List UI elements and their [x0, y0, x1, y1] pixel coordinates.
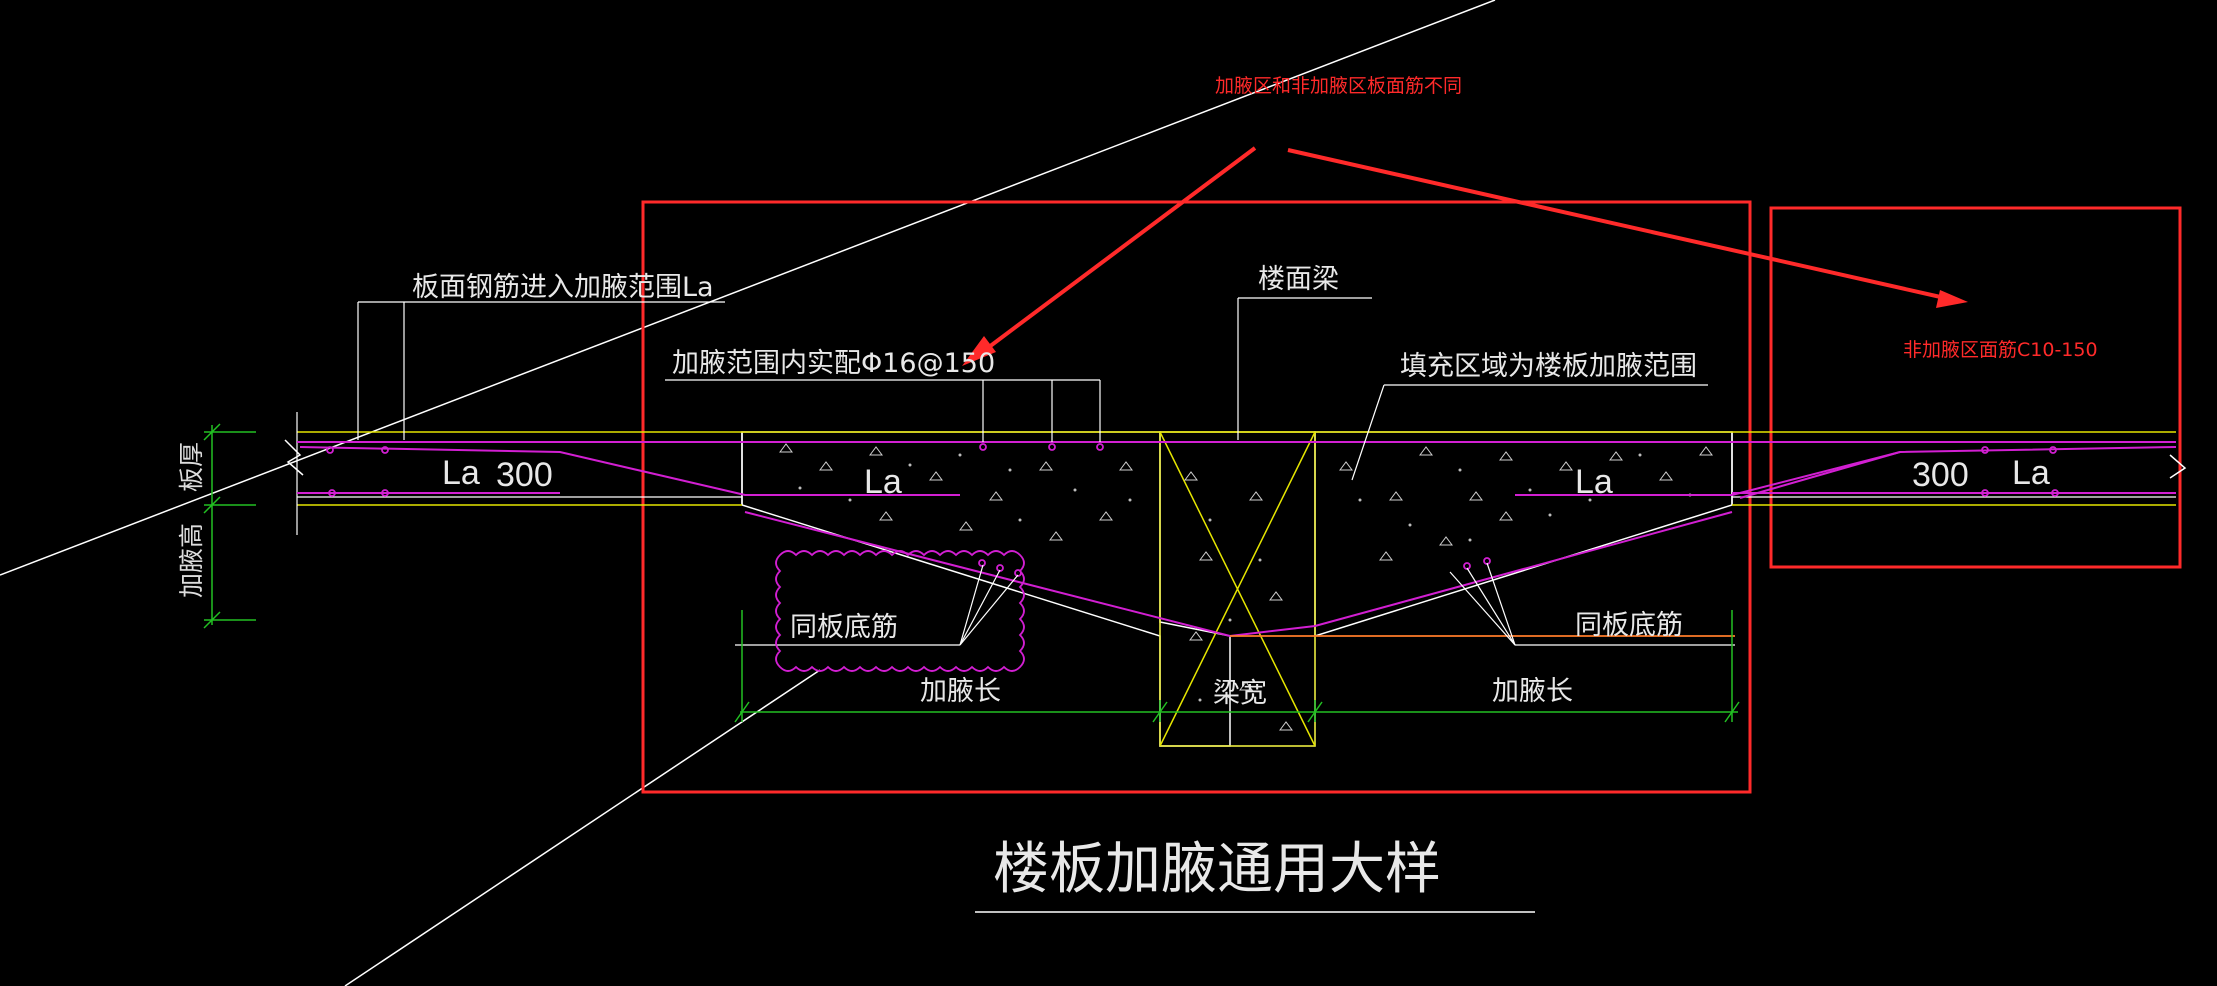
annotation-arrows: [962, 146, 1968, 366]
label-same-bottom-left: 同板底筋: [790, 612, 898, 643]
label-floor-beam: 楼面梁: [1258, 264, 1339, 295]
label-fill-region: 填充区域为楼板加腋范围: [1400, 351, 1697, 382]
label-300-right: 300: [1912, 456, 1969, 494]
concrete-hatch-dots: [798, 453, 1692, 702]
label-la-right-slab: La: [2012, 454, 2050, 492]
break-symbols: [284, 439, 2187, 479]
label-haunch-actual-rebar: 加腋范围内实配Φ16@150: [672, 348, 995, 379]
label-la-left-haunch: La: [864, 463, 902, 501]
label-beam-width: 梁宽: [1213, 678, 1267, 709]
leader-lines: [357, 297, 1735, 646]
diagonal-construction-line-bottom: [344, 669, 821, 986]
top-note-text: 加腋区和非加腋区板面筋不同: [1215, 75, 1462, 97]
label-same-bottom-right: 同板底筋: [1575, 610, 1683, 641]
rebar-dots: [326, 443, 2059, 577]
label-slab-rebar-into-haunch: 板面钢筋进入加腋范围La: [412, 272, 714, 303]
floor-beam-section: [1159, 431, 1316, 747]
haunch-bottom-rebar: [744, 511, 1733, 638]
label-haunch-length-left: 加腋长: [920, 676, 1001, 707]
slab-outline: [297, 431, 2176, 506]
slab-outline-white: [296, 412, 2176, 535]
label-la-right-haunch: La: [1575, 463, 1613, 501]
concrete-hatch: [779, 443, 1713, 731]
label-slab-thickness: 板厚: [177, 442, 206, 492]
label-haunch-length-right: 加腋长: [1492, 676, 1573, 707]
drawing-title: 楼板加腋通用大样: [993, 837, 1441, 902]
revision-cloud: [775, 550, 1025, 672]
right-note-text: 非加腋区面筋C10-150: [1903, 339, 2098, 361]
label-300-left: 300: [496, 456, 553, 494]
top-rebar: [297, 441, 2177, 499]
non-haunch-region-box: [1769, 206, 2182, 569]
label-la-left-slab: La: [442, 454, 480, 492]
label-haunch-height: 加腋高: [177, 523, 206, 598]
diagonal-construction-line-top: [0, 0, 1496, 576]
dimension-lines: [203, 423, 1740, 723]
